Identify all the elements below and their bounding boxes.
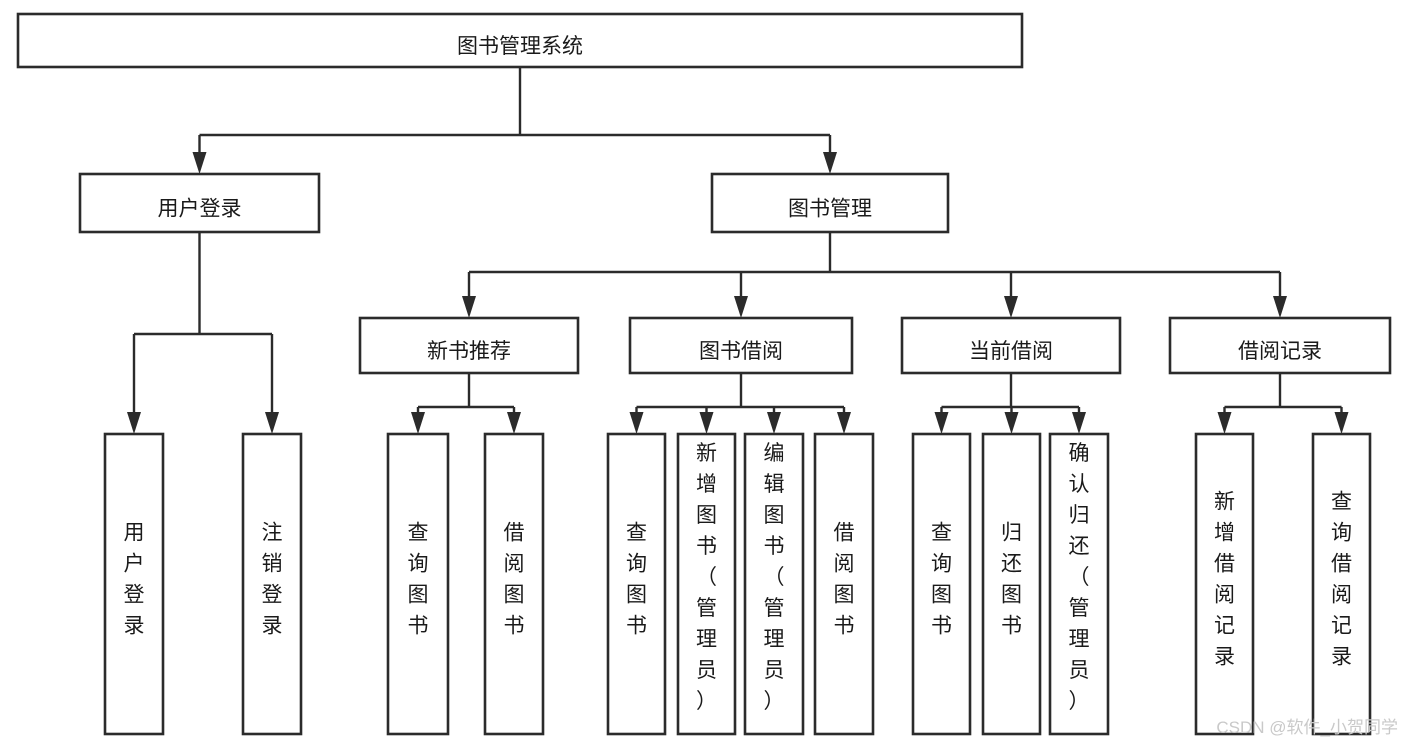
csdn-watermark: CSDN @软件_小贺同学 [1216, 718, 1398, 737]
node-box-leaf-add-record [1194, 432, 1255, 736]
node-box-leaf-return-book [981, 432, 1042, 736]
node-label-leaf-add-record: 新增借阅记录 [1214, 491, 1235, 669]
node-label-leaf-borrow-book-2: 借阅图书 [834, 522, 855, 638]
arrow-head-icon [699, 412, 714, 434]
node-label-borrow-record: 借阅记录 [1238, 340, 1322, 363]
node-label-leaf-query-book-2: 查询图书 [626, 522, 647, 638]
node-label-leaf-query-book-1: 查询图书 [408, 522, 429, 638]
node-leaf-borrow-book-1[interactable]: 借阅图书 [483, 432, 545, 736]
node-box-new-book-recommend [358, 316, 580, 375]
node-box-root [16, 12, 1024, 69]
node-box-leaf-query-book-3 [911, 432, 972, 736]
arrow-head-icon [1004, 296, 1018, 318]
node-label-new-book-recommend: 新书推荐 [427, 340, 511, 363]
node-label-current-borrow: 当前借阅 [969, 340, 1053, 363]
node-leaf-user-logout[interactable]: 注销登录 [241, 432, 303, 736]
node-book-borrow[interactable]: 图书借阅 [628, 316, 854, 375]
node-leaf-user-login[interactable]: 用户登录 [103, 432, 165, 736]
node-leaf-query-book-3[interactable]: 查询图书 [911, 432, 972, 736]
arrow-head-icon [629, 412, 644, 434]
arrow-head-icon [934, 412, 949, 434]
arrow-head-icon [767, 412, 781, 434]
node-label-leaf-borrow-book-1: 借阅图书 [504, 522, 525, 638]
arrow-head-icon [1334, 412, 1349, 434]
node-box-leaf-borrow-book-2 [813, 432, 875, 736]
arrow-head-icon [823, 152, 837, 174]
node-leaf-query-record[interactable]: 查询借阅记录 [1311, 432, 1372, 736]
node-borrow-record[interactable]: 借阅记录 [1168, 316, 1392, 375]
arrow-head-icon [127, 412, 141, 434]
node-label-leaf-add-book: 新增图书（管理员） [696, 442, 717, 713]
node-box-leaf-borrow-book-1 [483, 432, 545, 736]
node-label-book-manage: 图书管理 [788, 198, 872, 221]
arrow-head-icon [1217, 412, 1232, 434]
node-leaf-add-record[interactable]: 新增借阅记录 [1194, 432, 1255, 736]
node-box-leaf-query-record [1311, 432, 1372, 736]
node-box-leaf-query-book-1 [386, 432, 450, 736]
node-label-user-login: 用户登录 [158, 198, 242, 221]
node-layer: 图书管理系统用户登录图书管理新书推荐图书借阅当前借阅借阅记录用户登录注销登录查询… [16, 12, 1392, 736]
node-box-user-login [78, 172, 321, 234]
arrow-head-icon [192, 152, 207, 174]
node-leaf-borrow-book-2[interactable]: 借阅图书 [813, 432, 875, 736]
node-book-manage[interactable]: 图书管理 [710, 172, 950, 234]
node-new-book-recommend[interactable]: 新书推荐 [358, 316, 580, 375]
node-label-leaf-user-login: 用户登录 [124, 522, 145, 638]
node-label-leaf-user-logout: 注销登录 [262, 522, 283, 638]
arrow-head-icon [837, 412, 851, 434]
node-box-book-manage [710, 172, 950, 234]
node-leaf-return-book[interactable]: 归还图书 [981, 432, 1042, 736]
arrow-head-icon [507, 412, 521, 434]
arrow-head-icon [734, 296, 748, 318]
connector-layer [127, 67, 1349, 434]
node-label-leaf-query-record: 查询借阅记录 [1331, 491, 1352, 669]
node-current-borrow[interactable]: 当前借阅 [900, 316, 1122, 375]
node-leaf-confirm-return[interactable]: 确认归还（管理员） [1048, 432, 1110, 736]
arrow-head-icon [265, 412, 279, 434]
node-box-leaf-query-book-2 [606, 432, 667, 736]
node-leaf-add-book[interactable]: 新增图书（管理员） [676, 432, 737, 736]
node-leaf-query-book-2[interactable]: 查询图书 [606, 432, 667, 736]
node-label-leaf-edit-book: 编辑图书（管理员） [764, 442, 785, 713]
node-box-leaf-add-book [676, 432, 737, 736]
node-label-leaf-query-book-3: 查询图书 [931, 522, 952, 638]
arrow-head-icon [1004, 412, 1019, 434]
node-box-borrow-record [1168, 316, 1392, 375]
node-root[interactable]: 图书管理系统 [16, 12, 1024, 69]
arrow-head-icon [1072, 412, 1086, 434]
node-label-leaf-return-book: 归还图书 [1001, 522, 1022, 638]
node-leaf-query-book-1[interactable]: 查询图书 [386, 432, 450, 736]
arrow-head-icon [462, 296, 476, 318]
arrow-head-icon [411, 412, 425, 434]
node-box-leaf-confirm-return [1048, 432, 1110, 736]
arrow-head-icon [1273, 296, 1287, 318]
node-user-login[interactable]: 用户登录 [78, 172, 321, 234]
node-label-root: 图书管理系统 [457, 35, 583, 58]
node-box-leaf-user-logout [241, 432, 303, 736]
node-label-leaf-confirm-return: 确认归还（管理员） [1069, 442, 1090, 713]
node-leaf-edit-book[interactable]: 编辑图书（管理员） [743, 432, 805, 736]
node-box-current-borrow [900, 316, 1122, 375]
node-box-leaf-user-login [103, 432, 165, 736]
node-box-leaf-edit-book [743, 432, 805, 736]
node-box-book-borrow [628, 316, 854, 375]
node-label-book-borrow: 图书借阅 [699, 340, 783, 363]
